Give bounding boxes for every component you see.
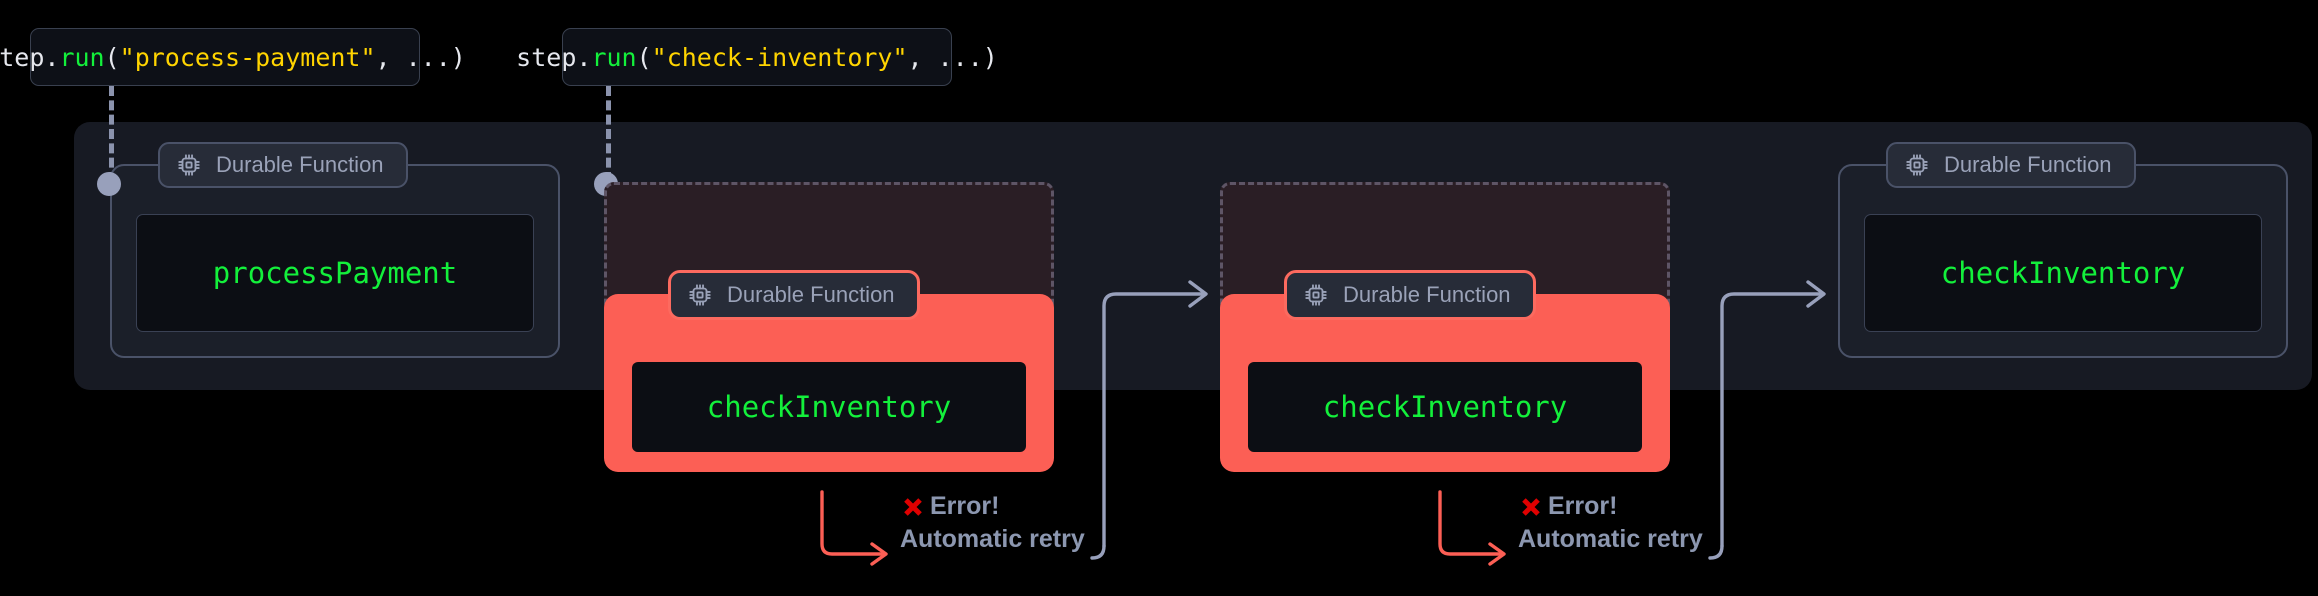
callout-2-seg-4: , ...): [907, 42, 998, 72]
retry-arrow-1: [1090, 280, 1208, 560]
callout-2-seg-3: "check-inventory": [651, 42, 908, 72]
callout-1-seg-1: run: [59, 42, 105, 72]
step-4-function-name: checkInventory: [1940, 256, 2186, 290]
callout-1-seg-2: (: [104, 42, 120, 72]
step-1-badge-label: Durable Function: [216, 152, 384, 177]
cpu-chip-icon: [1904, 152, 1930, 178]
red-x-icon: [900, 494, 926, 520]
step-3-badge-label: Durable Function: [1343, 282, 1511, 307]
step-4-badge-label: Durable Function: [1944, 152, 2112, 177]
step-2-badge-label: Durable Function: [727, 282, 895, 307]
error-annotation-2: Error! Automatic retry: [1436, 490, 1756, 574]
callout-2-seg-1: run: [591, 42, 637, 72]
retry-label-1: Automatic retry: [900, 525, 1085, 553]
step-2-badge: Durable Function: [668, 270, 920, 320]
callout-2-seg-2: (: [636, 42, 652, 72]
cpu-chip-icon: [176, 152, 202, 178]
callout-1-seg-0: step.: [0, 42, 60, 72]
step-3-badge: Durable Function: [1284, 270, 1536, 320]
error-line-2: Error!: [1518, 492, 1703, 521]
red-x-icon: [1518, 494, 1544, 520]
retry-arrow-2: [1708, 280, 1826, 560]
step-4-code-box: checkInventory: [1864, 214, 2262, 332]
error-label-2: Error!: [1548, 492, 1618, 520]
step-2-function-name: checkInventory: [706, 390, 952, 424]
error-annotation-1: Error! Automatic retry: [818, 490, 1138, 574]
callout-process-payment: step.run("process-payment", ...): [0, 28, 466, 86]
retry-label-2: Automatic retry: [1518, 525, 1703, 553]
callout-1-seg-3: "process-payment": [119, 42, 376, 72]
step-1-badge: Durable Function: [158, 142, 408, 188]
error-elbow-arrow-1: [820, 490, 888, 566]
step-1-node-dot: [97, 172, 121, 196]
step-2-code-box: checkInventory: [632, 362, 1026, 452]
callout-check-inventory: step.run("check-inventory", ...): [516, 28, 998, 86]
error-text-group-2: Error! Automatic retry: [1518, 492, 1703, 554]
error-text-group-1: Error! Automatic retry: [900, 492, 1085, 554]
step-check-inventory-attempt-3[interactable]: Durable Function checkInventory: [1838, 142, 2288, 358]
error-elbow-arrow-2: [1438, 490, 1506, 566]
leader-line-1: [109, 86, 114, 182]
step-check-inventory-attempt-1[interactable]: Durable Function checkInventory: [604, 182, 1054, 472]
cpu-chip-icon: [1303, 282, 1329, 308]
callout-2-seg-0: step.: [516, 42, 592, 72]
step-process-payment[interactable]: Durable Function processPayment: [110, 142, 560, 358]
step-4-badge: Durable Function: [1886, 142, 2136, 188]
step-1-code-box: processPayment: [136, 214, 534, 332]
callout-1-seg-4: , ...): [375, 42, 466, 72]
error-label-1: Error!: [930, 492, 1000, 520]
step-3-function-name: checkInventory: [1322, 390, 1568, 424]
leader-line-2: [606, 86, 611, 182]
cpu-chip-icon: [687, 282, 713, 308]
step-check-inventory-attempt-2[interactable]: Durable Function checkInventory: [1220, 182, 1670, 472]
step-3-code-box: checkInventory: [1248, 362, 1642, 452]
step-1-function-name: processPayment: [212, 256, 458, 290]
error-line-1: Error!: [900, 492, 1085, 521]
